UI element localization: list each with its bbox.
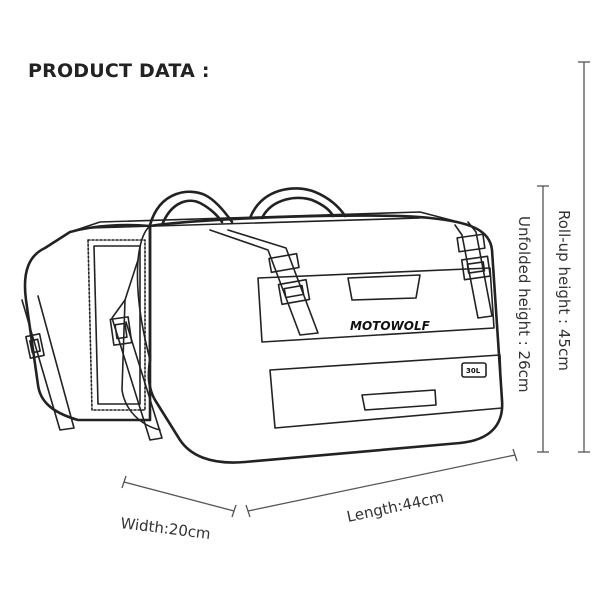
capacity-badge: [461, 362, 487, 378]
width-dimension: [121, 475, 237, 518]
length-dimension: [245, 448, 518, 518]
unfolded-height-label: Unfolded height : 26cm: [515, 216, 533, 393]
bridge-seam: [89, 217, 421, 229]
rollup-height-dimension: [578, 61, 590, 453]
handle-left: [148, 190, 234, 227]
handle-right-inner: [260, 196, 335, 220]
handle-right: [248, 187, 347, 220]
front-bag: 30L MOTOWOLF: [109, 214, 504, 464]
capacity-badge-text: 30L: [466, 367, 481, 375]
brand-logo: MOTOWOLF: [350, 319, 431, 333]
rollup-height-label: Roll-up height : 45cm: [555, 210, 573, 371]
page-title: PRODUCT DATA :: [28, 60, 210, 82]
width-label: Width:20cm: [120, 514, 212, 543]
handle-left-inner: [160, 199, 224, 227]
length-label: Length:44cm: [345, 488, 445, 526]
back-bag: [21, 223, 152, 431]
unfolded-height-dimension: [537, 185, 549, 453]
